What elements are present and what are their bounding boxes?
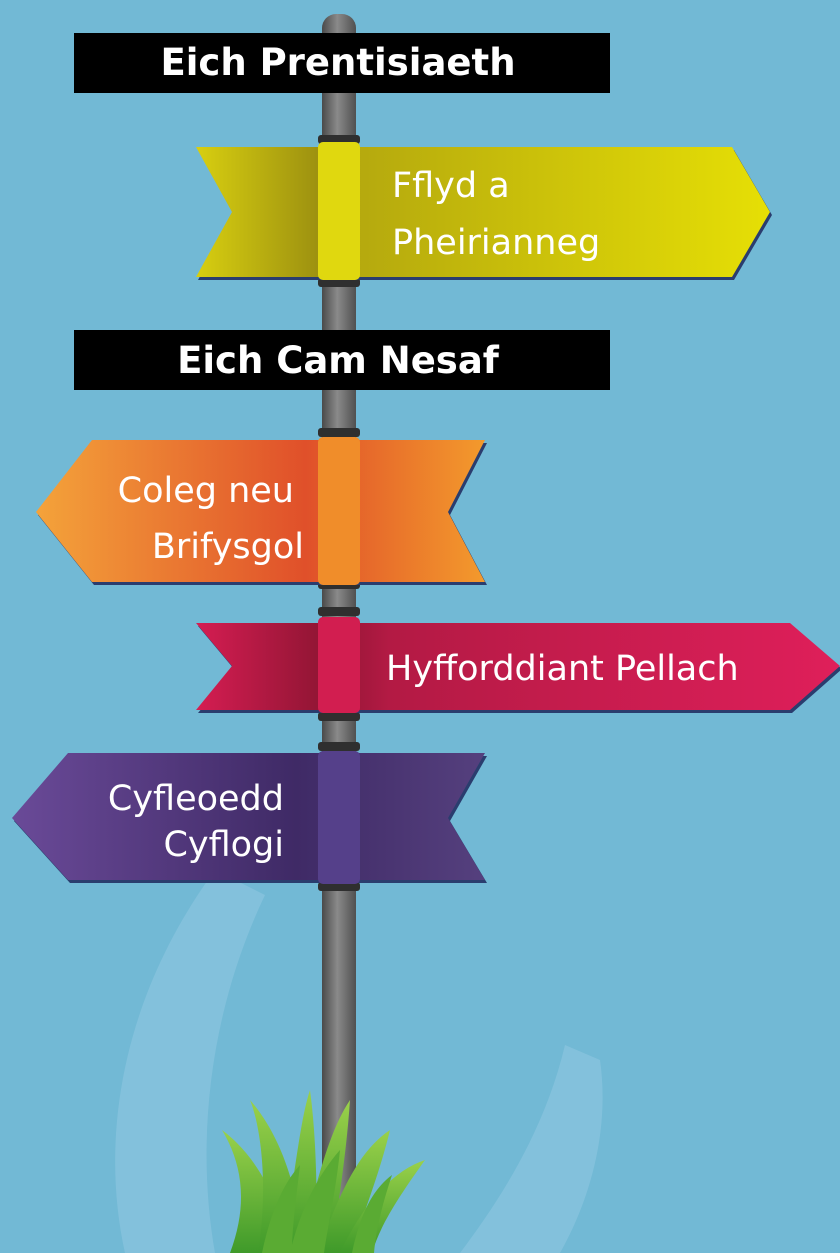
sign-fleet-line1: Fflyd a xyxy=(392,166,510,206)
sign-employment-line2: Cyflogi xyxy=(163,825,284,865)
heading-next-step: Eich Cam Nesaf xyxy=(74,330,610,390)
sign-training-line1: Hyfforddiant Pellach xyxy=(386,649,739,689)
sign-fleet-collar xyxy=(318,142,360,280)
sign-college-line1: Coleg neu xyxy=(118,471,294,511)
sign-fleet-line2: Pheirianneg xyxy=(392,223,600,263)
sign-employment-opportunities: Cyfleoedd Cyflogi xyxy=(12,751,487,884)
grass-tuft xyxy=(222,1090,425,1253)
sign-further-training: Hyfforddiant Pellach xyxy=(196,617,840,713)
heading-apprenticeship-text: Eich Prentisiaeth xyxy=(160,41,515,84)
heading-apprenticeship: Eich Prentisiaeth xyxy=(74,33,610,93)
background-swoosh xyxy=(460,1045,603,1253)
sign-employment-collar xyxy=(318,751,360,884)
sign-college-university: Coleg neu Brifysgol xyxy=(36,437,487,585)
sign-employment-line1: Cyfleoedd xyxy=(108,779,284,819)
sign-college-line2: Brifysgol xyxy=(152,527,304,567)
sign-fleet-engineering: Fflyd a Pheirianneg xyxy=(196,142,772,280)
sign-college-collar xyxy=(318,437,360,585)
background-swoosh xyxy=(115,870,265,1253)
heading-next-step-text: Eich Cam Nesaf xyxy=(177,339,500,382)
sign-training-collar xyxy=(318,617,360,713)
